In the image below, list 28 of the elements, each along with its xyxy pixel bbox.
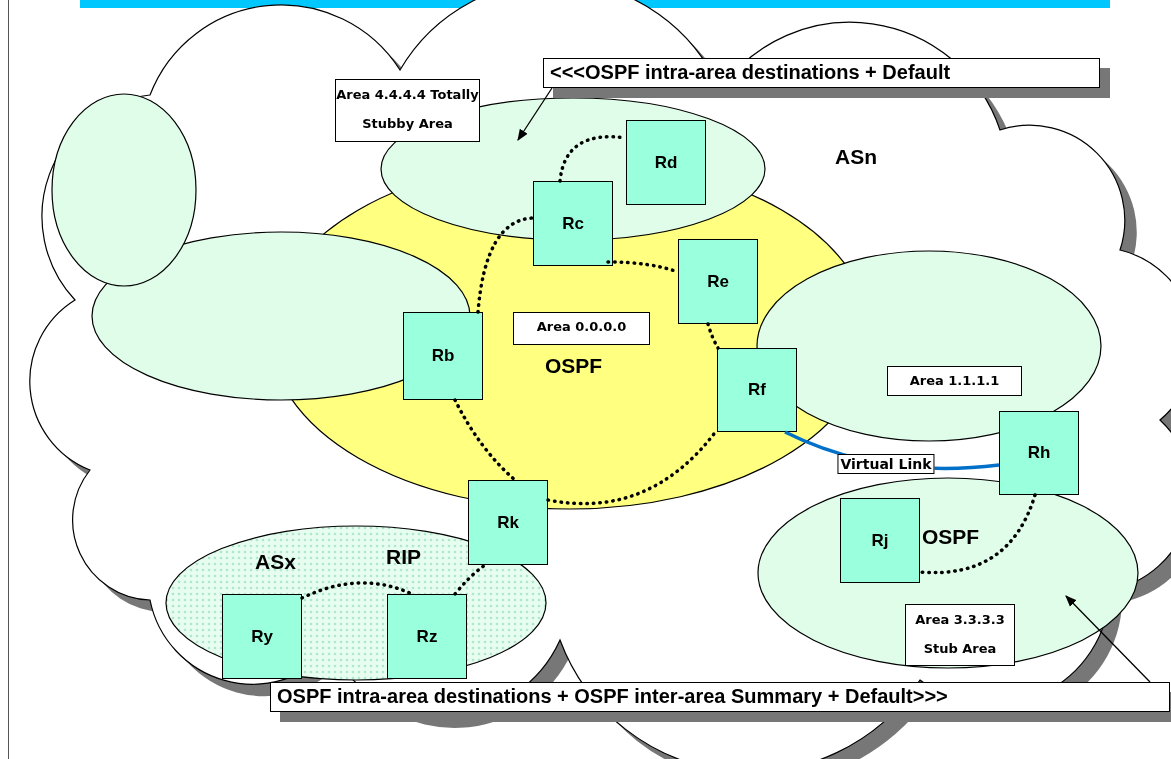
link-line <box>918 493 1037 575</box>
link-line <box>476 216 535 314</box>
link-line <box>300 581 414 600</box>
area-label: Area 3.3.3.3 Stub Area <box>905 604 1015 666</box>
area-label: Area 0.0.0.0 <box>513 312 650 345</box>
router-box: Ry <box>222 594 302 679</box>
router-box: Rd <box>626 120 706 205</box>
router-box: Rz <box>387 594 467 679</box>
network-label: OSPF <box>545 354 604 378</box>
network-label: OSPF <box>922 525 981 549</box>
area-label: Area 1.1.1.1 <box>887 366 1022 396</box>
router-box: Rf <box>717 348 797 432</box>
router-box: Rb <box>403 312 483 400</box>
router-box: Re <box>678 239 758 324</box>
link-line <box>706 322 720 350</box>
network-label: ASx <box>255 550 297 574</box>
router-box: Rh <box>999 411 1079 495</box>
router-box: Rk <box>468 480 548 565</box>
arrow <box>517 87 553 141</box>
link-line <box>453 563 487 596</box>
router-box: Rj <box>840 498 920 583</box>
network-label: ASn <box>835 145 878 169</box>
edge-label: Virtual Link <box>837 454 935 474</box>
network-label: RIP <box>386 545 422 569</box>
area-label: Area 4.4.4.4 Totally Stubby Area <box>335 79 480 142</box>
link-line <box>453 398 517 482</box>
arrow <box>1065 595 1151 683</box>
router-box: Rc <box>533 181 613 266</box>
